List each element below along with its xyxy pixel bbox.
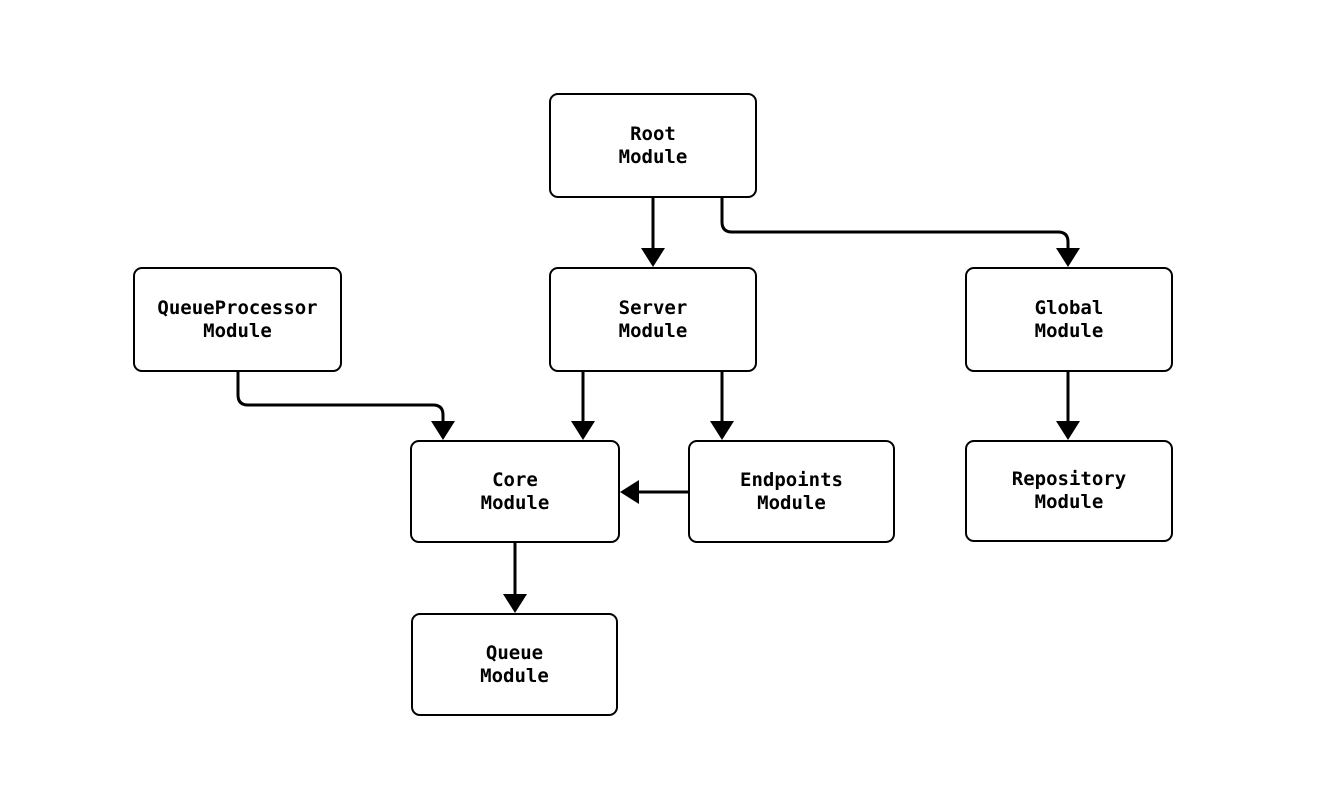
node-queue-module: Queue Module	[411, 613, 618, 716]
node-core-module: Core Module	[410, 440, 620, 543]
arrowhead-root-to-server	[641, 248, 665, 267]
arrowhead-root-to-global	[1056, 248, 1080, 267]
node-repository-module-label: Repository Module	[1011, 468, 1127, 513]
arrowhead-queueprocessor-to-core	[431, 421, 455, 440]
node-endpoints-module-label: Endpoints Module	[740, 468, 843, 514]
node-server-module: Server Module	[549, 267, 757, 372]
node-repository-module: Repository Module	[965, 440, 1173, 542]
node-root-module-label: Root Module	[618, 122, 688, 168]
arrowhead-server-to-core	[571, 421, 595, 440]
node-server-module-label: Server Module	[618, 296, 688, 342]
node-root-module: Root Module	[549, 93, 757, 198]
node-core-module-label: Core Module	[480, 468, 550, 514]
arrowhead-server-to-endpoints	[710, 421, 734, 440]
node-endpoints-module: Endpoints Module	[688, 440, 895, 543]
node-global-module-label: Global Module	[1034, 296, 1104, 342]
node-queue-module-label: Queue Module	[480, 641, 549, 687]
edge-root-to-global	[720, 198, 1070, 248]
node-global-module: Global Module	[965, 267, 1173, 372]
edge-queueprocessor-to-core	[236, 372, 445, 421]
arrowhead-endpoints-to-core	[620, 480, 639, 504]
node-queueprocessor-module-label: QueueProcessor Module	[157, 296, 318, 342]
arrowhead-global-to-repository	[1056, 421, 1080, 440]
arrowhead-core-to-queue	[503, 594, 527, 613]
node-queueprocessor-module: QueueProcessor Module	[133, 267, 342, 372]
